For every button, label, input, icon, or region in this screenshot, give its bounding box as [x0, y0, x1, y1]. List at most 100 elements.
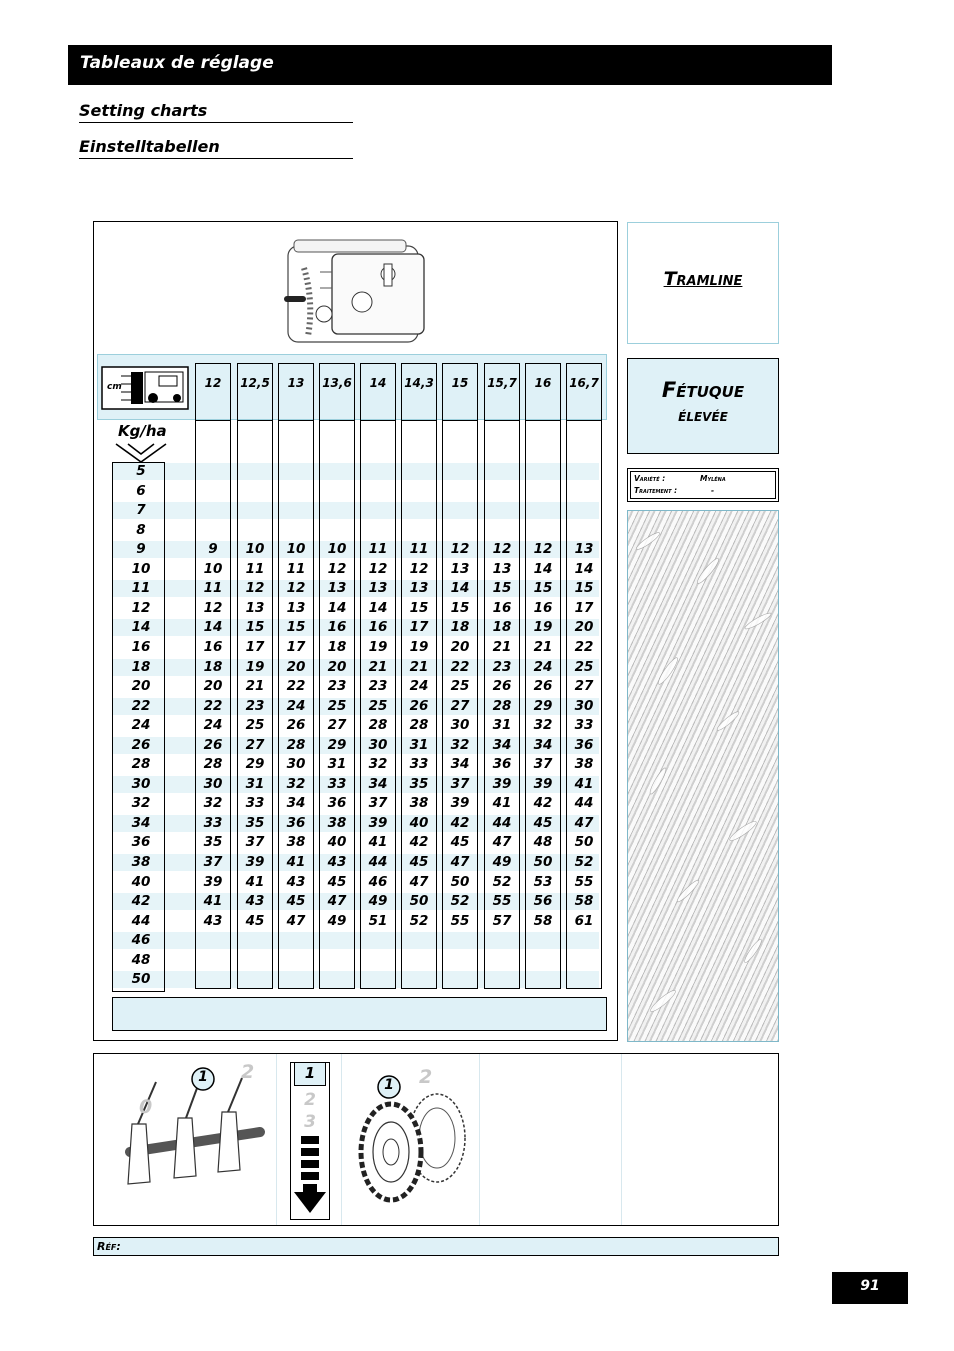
- column-frame: [319, 363, 355, 989]
- setting-cell: 29: [245, 756, 265, 773]
- treatment-label: Traitement :: [634, 486, 678, 495]
- setting-cell: 40: [327, 834, 347, 851]
- setting-cell: 29: [533, 697, 553, 714]
- rate-cell: 20: [131, 678, 151, 695]
- setting-cell: 32: [203, 795, 223, 812]
- setting-cell: 41: [286, 854, 306, 870]
- setting-cell: 36: [574, 736, 594, 753]
- setting-cell: 25: [327, 697, 347, 714]
- setting-cell: 58: [533, 912, 553, 929]
- column-header: 12,5: [240, 376, 270, 390]
- setting-cell: 17: [574, 599, 594, 616]
- setting-cell: 25: [368, 697, 388, 714]
- setting-cell: 50: [409, 893, 429, 910]
- rate-cell: 36: [131, 834, 151, 851]
- gear-2: 2: [304, 1090, 316, 1110]
- setting-cell: 30: [286, 756, 306, 773]
- setting-cell: 32: [533, 717, 553, 734]
- rate-cell: 12: [131, 599, 151, 616]
- setting-cell: 20: [450, 638, 470, 655]
- column-header-divider: [237, 420, 273, 421]
- setting-1-circle-icon: [191, 1067, 215, 1091]
- setting-cell: 57: [492, 912, 512, 929]
- rate-cell: 11: [131, 580, 151, 597]
- setting-cell: 38: [286, 834, 306, 851]
- setting-cell: 11: [286, 560, 306, 577]
- setting-cell: 28: [286, 736, 306, 753]
- setting-cell: 15: [450, 599, 470, 616]
- rate-cell: 9: [136, 541, 146, 558]
- setting-cell: 15: [286, 619, 306, 636]
- setting-cell: 52: [409, 912, 429, 929]
- column-frame: [278, 363, 314, 989]
- setting-2-inactive: 2: [241, 1061, 255, 1083]
- setting-cell: 56: [533, 893, 553, 910]
- setting-cell: 34: [492, 736, 512, 753]
- gear-1-active: 1: [304, 1064, 316, 1082]
- setting-cell: 41: [245, 873, 265, 890]
- setting-cell: 45: [327, 873, 347, 890]
- setting-cell: 17: [286, 638, 306, 655]
- column-header: 16,7: [569, 376, 599, 390]
- setting-cell: 51: [368, 912, 388, 929]
- setting-cell: 41: [574, 775, 594, 792]
- setting-cell: 45: [245, 912, 265, 929]
- setting-cell: 14: [368, 599, 388, 616]
- sprocket-2-inactive: 2: [419, 1066, 433, 1088]
- setting-cell: 10: [203, 560, 223, 577]
- setting-cell: 37: [245, 834, 265, 851]
- setting-cell: 58: [574, 893, 594, 910]
- setting-cell: 45: [533, 814, 553, 831]
- setting-cell: 30: [574, 697, 594, 714]
- setting-cell: 21: [533, 638, 553, 655]
- setting-cell: 19: [409, 638, 429, 655]
- gear-selector-active-cell: [294, 1062, 326, 1086]
- rate-cell: 42: [131, 893, 151, 910]
- setting-cell: 28: [409, 717, 429, 734]
- setting-cell: 44: [368, 854, 388, 870]
- sprocket-illustration: [358, 1093, 466, 1203]
- setting-cell: 39: [450, 795, 470, 812]
- settings-divider: [341, 1054, 342, 1225]
- setting-cell: 41: [368, 834, 388, 851]
- setting-cell: 24: [409, 678, 429, 695]
- setting-cell: 18: [492, 619, 512, 636]
- setting-cell: 23: [368, 678, 388, 695]
- setting-cell: 13: [327, 580, 347, 597]
- setting-cell: 13: [574, 541, 594, 558]
- setting-cell: 31: [327, 756, 347, 773]
- setting-cell: 18: [327, 638, 347, 655]
- setting-cell: 26: [492, 678, 512, 695]
- setting-cell: 16: [203, 638, 223, 655]
- setting-cell: 32: [450, 736, 470, 753]
- column-frame: [195, 363, 231, 989]
- setting-cell: 43: [203, 912, 223, 929]
- crop-name-box: [627, 358, 779, 454]
- column-frame: [484, 363, 520, 989]
- row-width-cm-icon: cm: [101, 366, 189, 410]
- setting-cell: 37: [368, 795, 388, 812]
- setting-cell: 12: [368, 560, 388, 577]
- setting-cell: 34: [368, 775, 388, 792]
- setting-cell: 26: [409, 697, 429, 714]
- rate-cell: 14: [131, 619, 151, 636]
- arrow-down-icon: [294, 1136, 326, 1213]
- setting-cell: 20: [286, 658, 306, 675]
- setting-cell: 18: [203, 658, 223, 675]
- setting-cell: 12: [286, 580, 306, 597]
- setting-cell: 24: [286, 697, 306, 714]
- setting-cell: 52: [492, 873, 512, 890]
- column-header: 15,7: [487, 376, 517, 390]
- crop-name-line1: Fétuque: [661, 378, 745, 402]
- setting-cell: 49: [492, 854, 512, 870]
- setting-cell: 45: [450, 834, 470, 851]
- setting-cell: 14: [203, 619, 223, 636]
- setting-cell: 15: [245, 619, 265, 636]
- setting-cell: 31: [492, 717, 512, 734]
- subtitle-de: Einstelltabellen: [79, 137, 353, 159]
- setting-cell: 45: [409, 854, 429, 870]
- setting-cell: 12: [327, 560, 347, 577]
- column-header: 13: [287, 376, 305, 390]
- setting-cell: 14: [327, 599, 347, 616]
- rate-cell: 32: [131, 795, 151, 812]
